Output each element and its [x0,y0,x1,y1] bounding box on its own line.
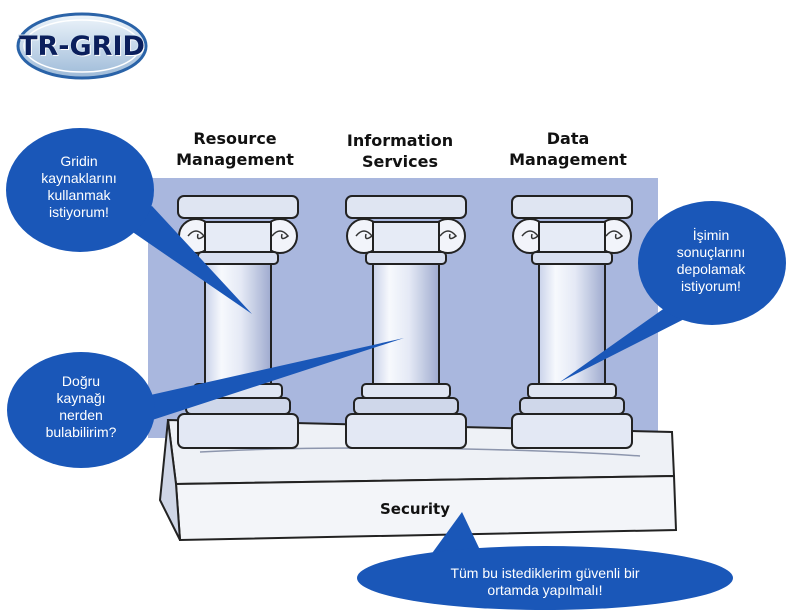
pillar-title-line: Management [509,150,627,169]
logo-wordmark: TR-GRID [18,14,146,80]
callout-line: Doğru [61,373,101,389]
pillar-title-data-management: Data Management [493,128,643,170]
pillar-title-line: Information [346,131,454,150]
pillar-title-line: Management [176,150,294,169]
callout-line: istiyorum! [49,204,109,220]
callout-line: Tüm bu istediklerim güvenli bir [450,565,640,581]
callout-line: nerden [59,407,103,423]
callout-use-resources-text: Gridin kaynaklarını kullanmak istiyorum! [24,153,134,221]
pillar-title-line: Resource [193,129,277,148]
callout-find-resource [7,338,404,468]
tr-grid-logo [16,12,148,80]
pillar-title-information-services: Information Services [325,130,475,172]
callout-line: bulabilirim? [45,424,117,440]
callout-store-results-text: İşimin sonuçlarını depolamak istiyorum! [656,227,766,295]
callout-find-resource-text: Doğru kaynağı nerden bulabilirim? [26,373,136,441]
callout-store-results [560,201,786,382]
callout-line: kullanmak [47,187,111,203]
callout-use-resources [6,128,252,314]
callout-line: ortamda yapılmalı! [487,582,603,598]
callout-line: kaynağı [56,390,106,406]
callout-line: kaynaklarını [41,170,117,186]
callout-secure-environment [357,512,733,610]
pillar-title-resource-management: Resource Management [160,128,310,170]
pillar-title-line: Data [546,129,590,148]
pillar-title-line: Services [361,152,439,171]
callout-line: depolamak [676,261,746,277]
security-label: Security [379,500,451,518]
callout-line: İşimin [692,227,730,243]
callout-line: istiyorum! [681,278,741,294]
callout-line: Gridin [60,153,98,169]
logo-text: TR-GRID [19,31,145,62]
callout-line: sonuçlarını [676,244,746,260]
callout-secure-environment-text: Tüm bu istediklerim güvenli bir ortamda … [365,565,725,599]
column-information [345,195,467,449]
